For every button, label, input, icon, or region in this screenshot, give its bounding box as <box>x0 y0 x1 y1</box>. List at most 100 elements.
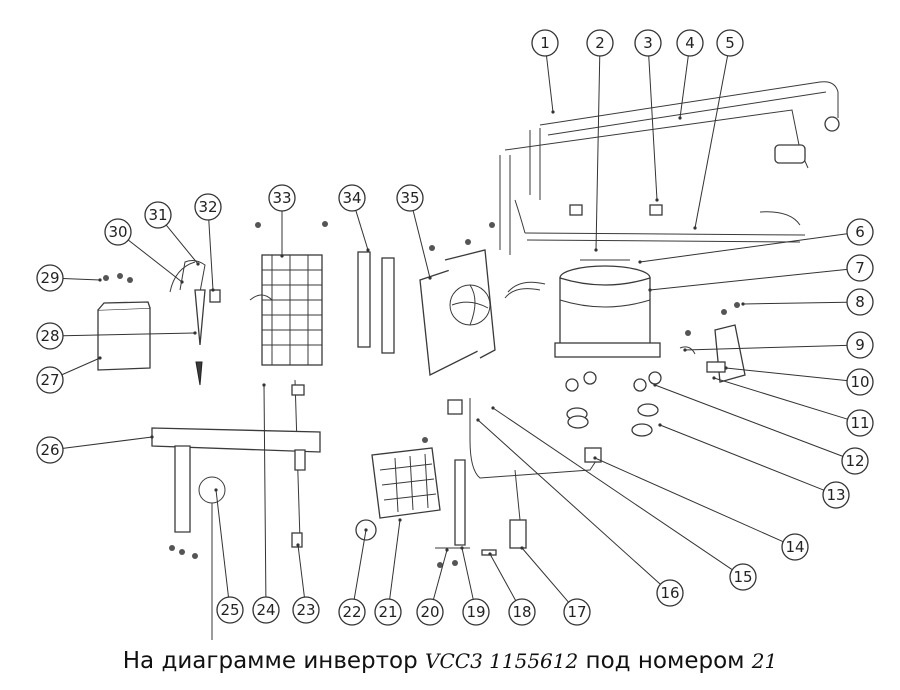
evaporator <box>249 254 323 548</box>
leader-line-28 <box>62 332 196 337</box>
leader-tip-23 <box>296 543 300 547</box>
callout-circle-23 <box>292 596 320 624</box>
callout-29: 29 <box>36 264 64 292</box>
leader-tip-29 <box>98 278 102 282</box>
caption-number: 21 <box>751 649 778 673</box>
callout-circle-13 <box>822 481 850 509</box>
leader-tip-8 <box>741 302 745 306</box>
leader-line-30 <box>127 239 183 283</box>
callout-circle-35 <box>396 184 424 212</box>
leader-tip-17 <box>520 546 524 550</box>
callout-circle-2 <box>586 29 614 57</box>
leader-line-3 <box>648 55 658 201</box>
leader-line-7 <box>649 268 848 291</box>
callout-6: 6 <box>846 218 874 246</box>
leader-tip-30 <box>180 280 184 284</box>
callout-11: 11 <box>846 409 874 437</box>
caption-middle: под номером <box>578 648 752 674</box>
callout-number-16: 16 <box>660 584 679 602</box>
callout-19: 19 <box>462 598 490 626</box>
leader-line-24 <box>263 384 267 598</box>
left-components <box>97 260 221 386</box>
callout-number-34: 34 <box>342 189 361 207</box>
callout-circle-25 <box>216 596 244 624</box>
callout-number-22: 22 <box>342 603 361 621</box>
callout-number-17: 17 <box>567 603 586 621</box>
leader-tip-1 <box>551 110 555 114</box>
leader-line-25 <box>215 489 229 598</box>
leader-tip-35 <box>428 276 432 280</box>
leader-line-21 <box>389 519 401 600</box>
callout-number-15: 15 <box>733 568 752 586</box>
callout-circle-34 <box>338 184 366 212</box>
callout-18: 18 <box>508 598 536 626</box>
leader-tip-21 <box>398 518 402 522</box>
callout-circle-29 <box>36 264 64 292</box>
inverter <box>355 447 441 541</box>
screws <box>103 221 740 568</box>
leader-tip-7 <box>648 288 652 292</box>
callout-12: 12 <box>841 447 869 475</box>
foam-strips <box>357 251 395 354</box>
leader-tip-28 <box>193 331 197 335</box>
leader-tip-10 <box>724 366 728 370</box>
callout-circle-21 <box>374 598 402 626</box>
exploded-parts-diagram: 1234567891011121314151617181920212223242… <box>36 29 874 640</box>
callout-number-35: 35 <box>400 189 419 207</box>
callout-17: 17 <box>563 598 591 626</box>
caption-prefix: На диаграмме инвертор <box>122 648 426 674</box>
callout-31: 31 <box>144 201 172 229</box>
leader-tip-18 <box>488 552 492 556</box>
callout-number-3: 3 <box>643 34 653 52</box>
callout-circle-24 <box>252 596 280 624</box>
callout-number-33: 33 <box>272 189 291 207</box>
callout-number-27: 27 <box>40 371 59 389</box>
leader-tip-6 <box>638 260 642 264</box>
callout-1: 1 <box>531 29 559 57</box>
callout-24: 24 <box>252 596 280 624</box>
leader-tip-27 <box>98 356 102 360</box>
callout-number-1: 1 <box>540 34 550 52</box>
leader-tip-34 <box>366 248 370 252</box>
callout-circle-15 <box>729 563 757 591</box>
leader-tip-13 <box>658 423 662 427</box>
leader-line-9 <box>684 344 848 351</box>
callout-number-28: 28 <box>40 327 59 345</box>
callout-5: 5 <box>716 29 744 57</box>
leader-line-12 <box>654 384 844 457</box>
leader-tip-15 <box>491 406 495 410</box>
leader-line-18 <box>489 553 517 601</box>
leader-line-17 <box>521 547 569 603</box>
callout-circle-30 <box>104 218 132 246</box>
leader-tip-16 <box>476 418 480 422</box>
callout-number-7: 7 <box>855 259 865 277</box>
callout-circle-18 <box>508 598 536 626</box>
callout-2: 2 <box>586 29 614 57</box>
callout-7: 7 <box>846 254 874 282</box>
callout-21: 21 <box>374 598 402 626</box>
callout-circle-19 <box>462 598 490 626</box>
wiring-harness <box>435 398 602 556</box>
callout-circle-32 <box>194 193 222 221</box>
compressor <box>504 259 661 358</box>
callout-32: 32 <box>194 193 222 221</box>
callout-27: 27 <box>36 366 64 394</box>
leader-line-35 <box>412 210 431 279</box>
fan-motor-assembly <box>419 249 496 377</box>
leader-line-31 <box>165 224 199 265</box>
callout-34: 34 <box>338 184 366 212</box>
callout-circle-12 <box>841 447 869 475</box>
leader-line-13 <box>659 424 825 491</box>
callout-22: 22 <box>338 598 366 626</box>
callout-35: 35 <box>396 184 424 212</box>
callout-number-10: 10 <box>850 373 869 391</box>
leader-tip-19 <box>460 546 464 550</box>
callout-circle-26 <box>36 436 64 464</box>
callout-circle-28 <box>36 322 64 350</box>
leader-line-5 <box>694 55 729 229</box>
callout-3: 3 <box>634 29 662 57</box>
callout-circle-20 <box>416 598 444 626</box>
callout-16: 16 <box>656 579 684 607</box>
leader-lines <box>61 55 848 603</box>
